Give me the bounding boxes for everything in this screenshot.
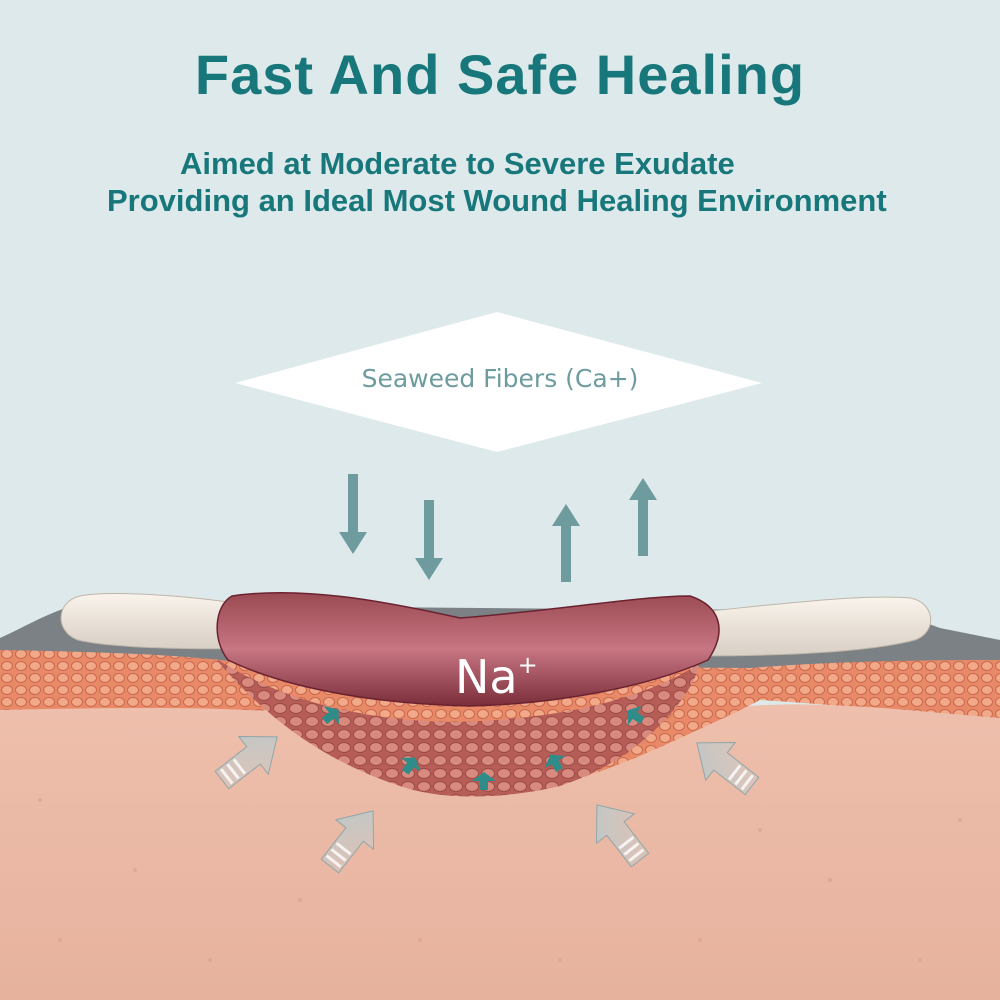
exudate-arrow-icon xyxy=(595,804,650,868)
sodium-ion-label: Na+ xyxy=(455,650,538,704)
dressing-left-wing xyxy=(60,593,251,650)
up-arrow-icon xyxy=(629,478,657,556)
down-arrow-icon xyxy=(339,474,367,554)
subtitle-line-1: Aimed at Moderate to Severe Exudate xyxy=(180,146,735,181)
up-arrow-icon xyxy=(552,504,580,582)
exudate-arrow-icon xyxy=(320,810,375,874)
migration-arrow-icon xyxy=(322,706,340,725)
exudate-arrow-stripes xyxy=(618,835,645,862)
dressing-pad xyxy=(216,591,720,707)
migration-arrow-icon xyxy=(627,705,645,726)
ion-charge: + xyxy=(517,651,538,679)
skin-texture xyxy=(38,798,962,962)
wound-bed xyxy=(215,658,700,797)
migration-arrow-icon xyxy=(472,772,496,790)
subtitle-line-2: Providing an Ideal Most Wound Healing En… xyxy=(107,183,887,218)
exudate-arrow-icon xyxy=(696,741,760,796)
migration-arrow-icon xyxy=(544,754,566,772)
fiber-label-diamond xyxy=(235,312,762,452)
exudate-arrow-stripes xyxy=(727,764,754,791)
fiber-label: Seaweed Fibers (Ca+) xyxy=(361,364,639,393)
migration-arrow-icon xyxy=(400,757,421,775)
ion-symbol: Na xyxy=(455,650,518,704)
exudate-arrow-stripes xyxy=(325,841,352,868)
exudate-arrow-icon xyxy=(214,735,278,790)
dressing-right-wing xyxy=(699,596,932,657)
exudate-arrow-stripes xyxy=(220,758,247,785)
page-title: Fast And Safe Healing xyxy=(194,43,806,106)
down-arrow-icon xyxy=(415,500,443,580)
